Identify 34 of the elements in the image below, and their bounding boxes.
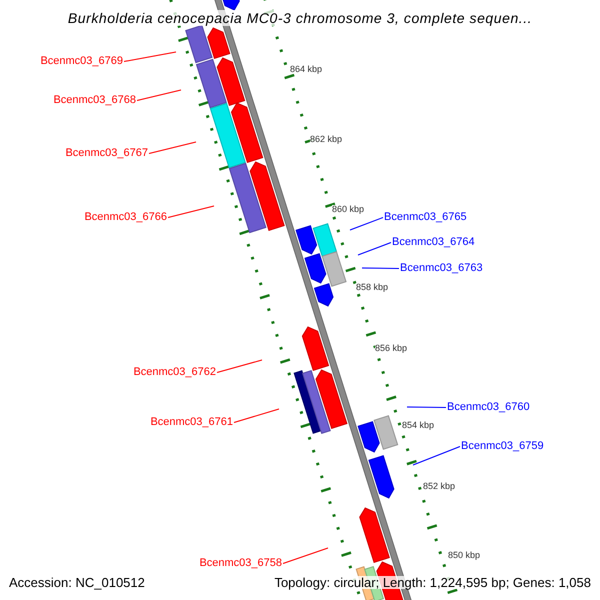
gene-label: Bcenmc03_6767: [65, 148, 148, 159]
leader-line: [412, 446, 460, 466]
gene-label: Bcenmc03_6761: [150, 417, 233, 428]
gene-label: Bcenmc03_6760: [447, 402, 530, 413]
scale-label: 860 kbp: [332, 205, 364, 214]
leader-line: [282, 548, 328, 564]
leader-line: [234, 408, 280, 423]
gene-label: Bcenmc03_6759: [461, 441, 544, 452]
leader-line: [406, 406, 446, 408]
scale-label: 850 kbp: [448, 551, 480, 560]
gene-label: Bcenmc03_6763: [400, 263, 483, 274]
scale-label: 858 kbp: [356, 283, 388, 292]
leader-line: [216, 360, 262, 373]
leader-line: [168, 206, 214, 218]
gene-label: Bcenmc03_6765: [384, 212, 467, 223]
scale-label: 852 kbp: [423, 482, 456, 491]
accession-text: Accession: NC_010512: [9, 576, 145, 589]
leader-line: [350, 217, 384, 230]
gene-label: Bcenmc03_6758: [199, 558, 282, 569]
leader-line: [148, 142, 196, 154]
scale-label: 854 kbp: [402, 421, 434, 430]
scale-label: 862 kbp: [310, 135, 342, 144]
leader-line: [136, 90, 182, 101]
gene-label: Bcenmc03_6764: [392, 237, 475, 248]
scale-label: 864 kbp: [290, 65, 322, 74]
gene-label: Bcenmc03_6766: [84, 212, 167, 223]
leader-line: [362, 268, 400, 269]
summary-text: Topology: circular; Length: 1,224,595 bp; Genes: 1,058: [274, 576, 591, 589]
leader-line: [124, 52, 176, 62]
gene-label: Bcenmc03_6769: [40, 56, 123, 67]
gene-label: Bcenmc03_6762: [133, 367, 216, 378]
gene-label: Bcenmc03_6768: [53, 95, 136, 106]
scale-label: 856 kbp: [375, 344, 408, 353]
leader-line: [358, 242, 392, 256]
